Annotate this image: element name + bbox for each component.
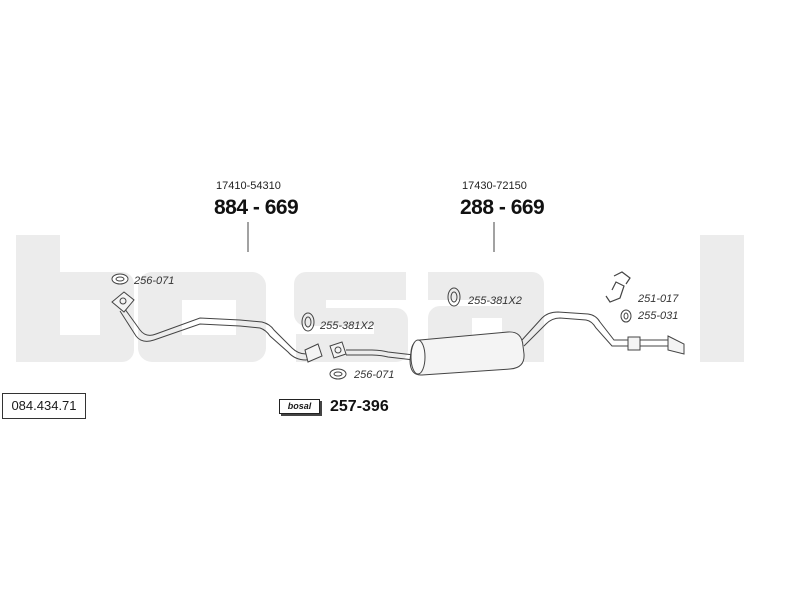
rubber-mount-label[interactable]: 255-031 (638, 310, 679, 322)
clamp-rear-label[interactable]: 255-381X2 (468, 295, 522, 307)
clamp-icon (301, 312, 315, 332)
hanger-label[interactable]: 251-017 (638, 293, 679, 305)
oem-number-rear: 17430-72150 (462, 180, 527, 192)
oem-number-front: 17410-54310 (216, 180, 281, 192)
front-pipe (111, 291, 317, 361)
hanger-icon (605, 271, 631, 303)
middle-pipe (304, 341, 415, 363)
rubber-mount-icon (620, 309, 632, 323)
clamp-icon (447, 287, 461, 307)
part-number-front[interactable]: 884 - 669 (214, 196, 299, 219)
tail-pipe (521, 311, 685, 355)
clamp-front-label[interactable]: 255-381X2 (320, 320, 374, 332)
gasket-front-label[interactable]: 256-071 (134, 275, 175, 287)
part-number-rear[interactable]: 288 - 669 (460, 196, 545, 219)
gasket-icon (329, 368, 347, 380)
kit-number[interactable]: 257-396 (330, 398, 389, 415)
bosal-logo: bosal (279, 399, 320, 414)
gasket-icon (111, 273, 129, 285)
gasket-mid-label[interactable]: 256-071 (354, 369, 395, 381)
reference-number: 084.434.71 (2, 393, 86, 419)
rear-muffler (409, 331, 525, 376)
